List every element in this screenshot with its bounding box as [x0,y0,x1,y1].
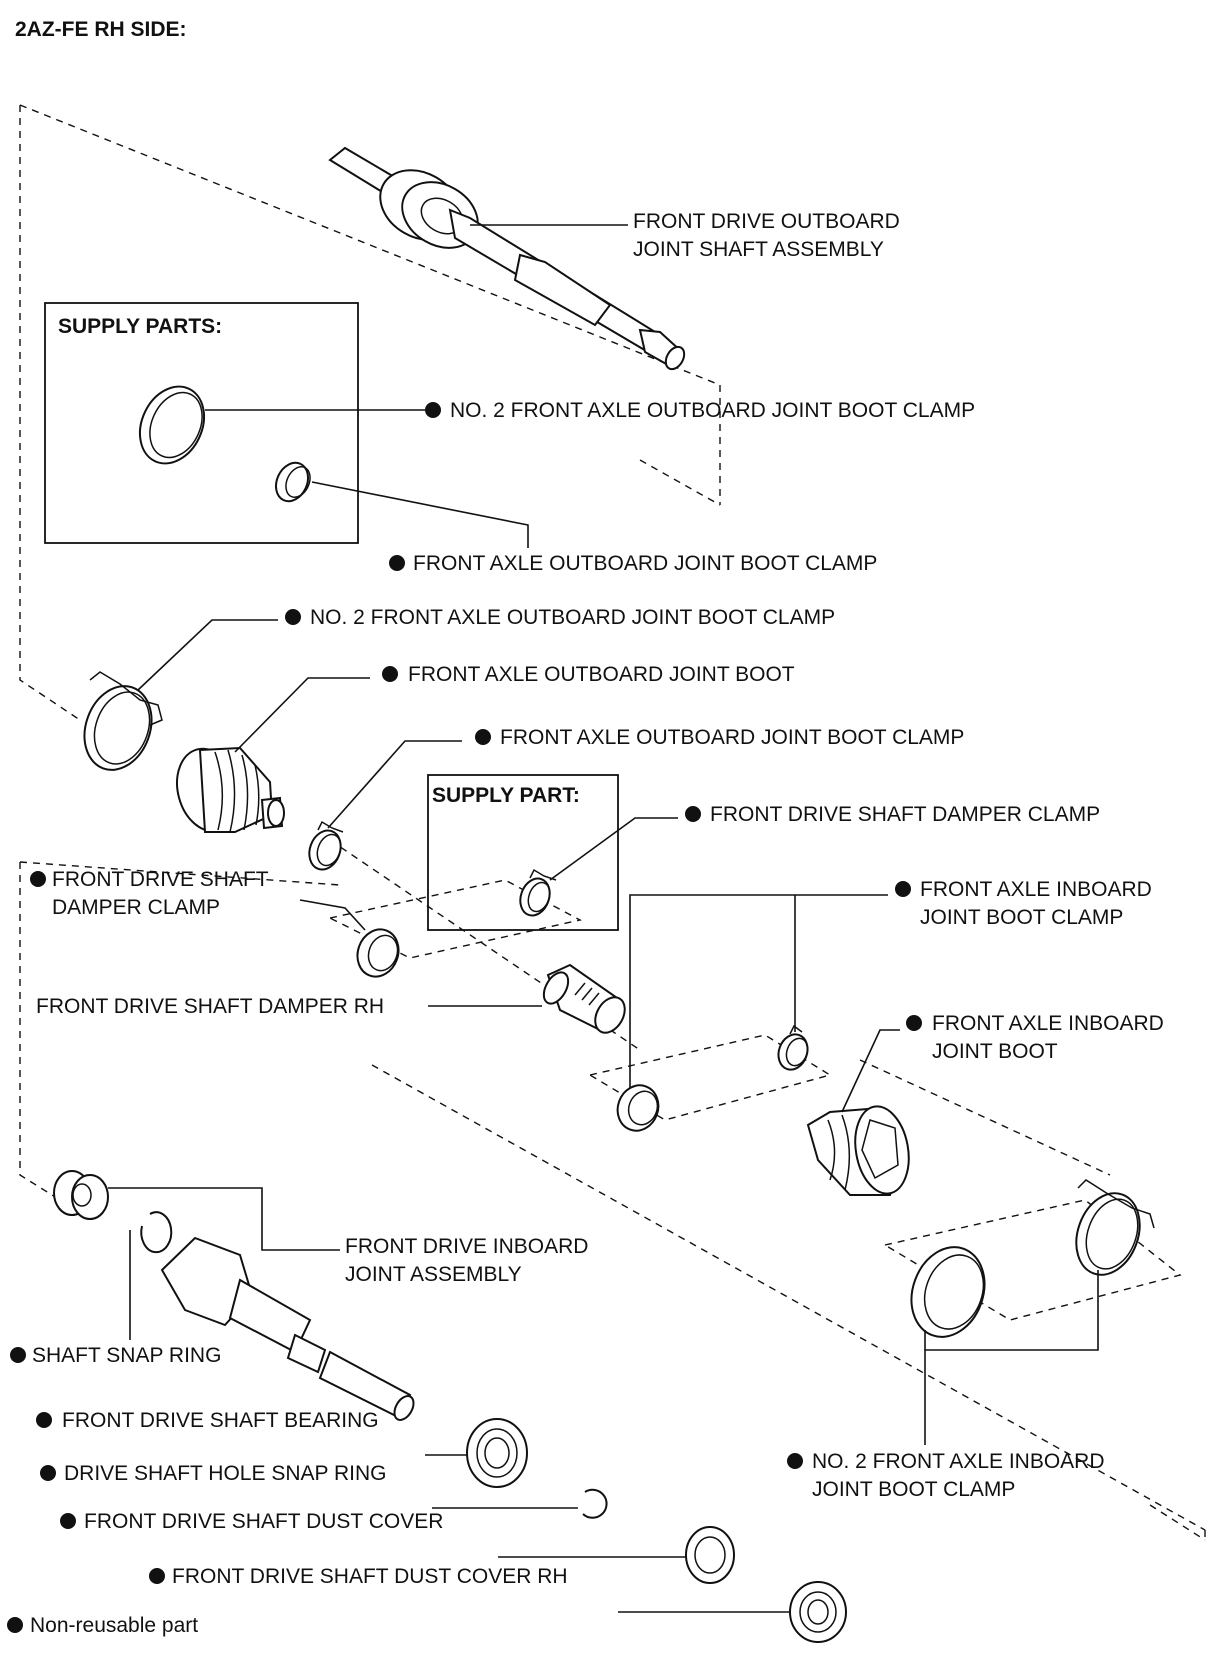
label-inboard-clamp-line1: FRONT AXLE INBOARD [920,878,1152,901]
legend-non-reusable: Non-reusable part [30,1614,198,1637]
bearing-part [466,1418,528,1488]
label-damper-clamp-line2: DAMPER CLAMP [52,896,220,919]
outboard-clamp-part [308,820,344,871]
label-shaft-snap-ring: SHAFT SNAP RING [32,1344,221,1367]
inboard-clamp-part-2 [777,1024,809,1071]
inboard-joint-part [53,1170,415,1421]
label-outboard-boot: FRONT AXLE OUTBOARD JOINT BOOT [408,663,795,686]
outboard-boot-part [176,746,285,833]
dust-cover-rh-part [789,1581,847,1643]
dust-cover-part [685,1526,735,1584]
no2-inboard-clamp-part-1 [910,1246,986,1338]
label-no2-inboard-clamp-line1: NO. 2 FRONT AXLE INBOARD [812,1450,1105,1473]
outboard-joint-shaft-part [328,146,686,371]
supply-part-heading: SUPPLY PART: [432,784,580,807]
label-supply-no2-outboard-clamp: NO. 2 FRONT AXLE OUTBOARD JOINT BOOT CLA… [450,399,975,422]
label-dust-cover: FRONT DRIVE SHAFT DUST COVER [84,1510,443,1533]
label-supply-outboard-clamp: FRONT AXLE OUTBOARD JOINT BOOT CLAMP [413,552,877,575]
hole-snap-ring-part [582,1488,608,1519]
supply-no2-clamp-part [138,385,206,465]
diagram-title: 2AZ-FE RH SIDE: [15,18,187,41]
supply-damper-clamp-part [519,868,557,917]
snap-ring-part [140,1211,173,1254]
label-no2-outboard-clamp: NO. 2 FRONT AXLE OUTBOARD JOINT BOOT CLA… [310,606,835,629]
supply-parts-box [44,302,359,544]
label-damper-clamp-line1: FRONT DRIVE SHAFT [52,868,269,891]
label-supply-damper-clamp: FRONT DRIVE SHAFT DAMPER CLAMP [710,803,1100,826]
supply-parts-heading: SUPPLY PARTS: [58,315,222,338]
non-reusable-markers [7,402,922,1633]
leader-lines [108,224,1099,1613]
label-bearing: FRONT DRIVE SHAFT BEARING [62,1409,379,1432]
label-outboard-shaft-line1: FRONT DRIVE OUTBOARD [633,210,900,233]
label-dust-cover-rh: FRONT DRIVE SHAFT DUST COVER RH [172,1565,568,1588]
supply-outboard-clamp-part [274,461,311,503]
label-damper-rh: FRONT DRIVE SHAFT DAMPER RH [36,995,384,1018]
label-hole-snap-ring: DRIVE SHAFT HOLE SNAP RING [64,1462,386,1485]
damper-clamp-part [356,928,400,978]
no2-outboard-clamp-part [83,671,163,771]
label-outboard-clamp: FRONT AXLE OUTBOARD JOINT BOOT CLAMP [500,726,964,749]
label-no2-inboard-clamp-line2: JOINT BOOT CLAMP [812,1478,1015,1501]
supply-part-box [427,774,619,931]
dashed-guide-lines [19,104,1206,1541]
inboard-clamp-part-1 [616,1084,660,1132]
label-inboard-clamp-line2: JOINT BOOT CLAMP [920,906,1123,929]
label-inboard-boot-line1: FRONT AXLE INBOARD [932,1012,1164,1035]
no2-inboard-clamp-part-2 [1075,1179,1155,1276]
label-inboard-joint-line1: FRONT DRIVE INBOARD [345,1235,588,1258]
label-inboard-boot-line2: JOINT BOOT [932,1040,1058,1063]
damper-rh-part [542,963,626,1034]
inboard-boot-part [806,1105,910,1196]
label-inboard-joint-line2: JOINT ASSEMBLY [345,1263,522,1286]
label-outboard-shaft-line2: JOINT SHAFT ASSEMBLY [633,238,884,261]
